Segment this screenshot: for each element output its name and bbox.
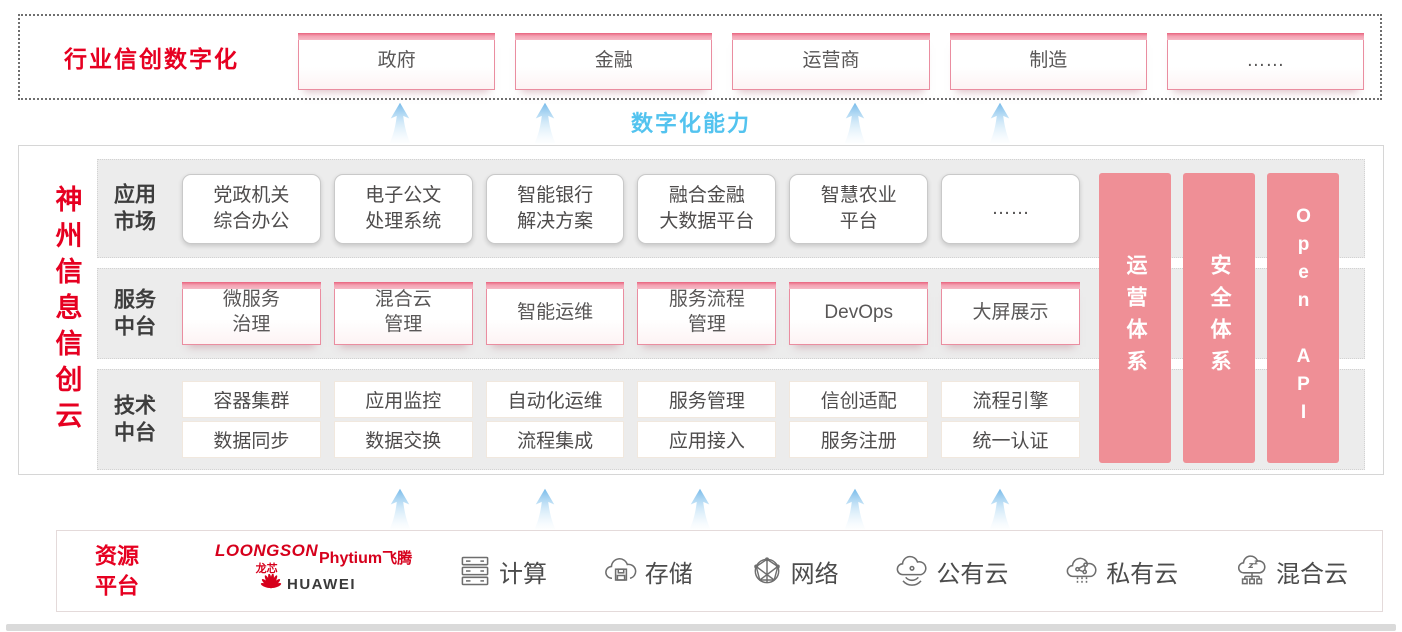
capability-label: 数字化能力: [631, 111, 752, 136]
private-cloud-icon: [1066, 557, 1097, 583]
service-box-hybrid-cloud-mgmt: 混合云 管理: [333, 281, 473, 345]
resource-item-storage: 存储: [603, 553, 693, 589]
service-box-devops: DevOps: [789, 281, 929, 345]
storage-cloud-icon: [604, 558, 637, 581]
industry-section-title: 行业信创数字化: [64, 46, 239, 72]
bottom-divider-bar: [6, 624, 1396, 631]
huawei-flower-icon: [260, 574, 282, 589]
resource-item-public-cloud: 公有云: [894, 553, 1008, 589]
up-arrow-icon: [534, 488, 556, 530]
tech-box-process-integration: 流程集成: [485, 421, 625, 458]
industry-row: 政府 金融 运营商 制造 ……: [298, 33, 1365, 90]
resource-platform-section: 资源 平台 LOONGSON 龙芯 Phytium飞腾 HU: [56, 530, 1383, 612]
industry-box-government: 政府: [298, 33, 496, 90]
huawei-logo: HUAWEI: [260, 574, 356, 594]
resource-item-label: 计算: [499, 560, 547, 588]
up-arrow-icon: [689, 488, 711, 530]
resource-item-label: 私有云: [1106, 560, 1179, 588]
resource-item-hybrid-cloud: 混合云: [1234, 553, 1348, 589]
service-platform-items: 微服务 治理 混合云 管理 智能运维 服务流程 管理 DevOps 大屏展示: [182, 269, 1080, 358]
industry-box-manufacturing: 制造: [949, 33, 1148, 90]
industry-box-finance: 金融: [515, 33, 713, 90]
network-globe-icon: [753, 557, 780, 584]
up-arrow-icon: [389, 102, 411, 144]
service-box-dashboard-display: 大屏展示: [941, 281, 1080, 345]
up-arrow-icon: [844, 488, 866, 530]
industry-box-operator: 运营商: [732, 33, 930, 90]
tech-platform-label: 技术 中台: [114, 394, 156, 445]
tech-row-1: 容器集群 应用监控 自动化运维 服务管理 信创适配 流程引擎: [182, 381, 1080, 418]
tech-box-process-engine: 流程引擎: [941, 381, 1080, 418]
app-box-more: ……: [941, 173, 1080, 244]
industry-box-more: ……: [1166, 33, 1365, 90]
compute-server-icon: [461, 556, 489, 586]
tech-box-data-sync: 数据同步: [182, 421, 321, 458]
resource-item-private-cloud: 私有云: [1064, 553, 1178, 589]
up-arrow-icon: [844, 102, 866, 144]
tech-box-automated-ops: 自动化运维: [485, 381, 625, 418]
tech-platform-band: 技术 中台 容器集群 应用监控 自动化运维 服务管理 信创适配 流程引擎 数据同…: [97, 369, 1365, 470]
tech-box-app-monitoring: 应用监控: [333, 381, 473, 418]
tech-box-unified-auth: 统一认证: [941, 421, 1080, 458]
resource-platform-label: 资源 平台: [95, 543, 140, 598]
service-box-service-process-mgmt: 服务流程 管理: [637, 281, 777, 345]
app-market-items: 党政机关 综合办公 电子公文 处理系统 智能银行 解决方案 融合金融 大数据平台…: [182, 160, 1080, 257]
pillar-open-api: Open API: [1267, 173, 1339, 463]
phytium-chinese-label: 飞腾: [382, 550, 413, 567]
resource-item-label: 公有云: [936, 560, 1009, 588]
platform-title: 神州信息信创云: [51, 185, 82, 437]
resource-item-compute: 计算: [457, 553, 547, 589]
loongson-chinese-label: 龙芯: [255, 563, 278, 575]
app-box-smart-agriculture: 智慧农业 平台: [789, 173, 929, 244]
app-market-label: 应用 市场: [114, 183, 156, 234]
xinchuang-cloud-platform: 神州信息信创云 应用 市场 党政机关 综合办公 电子公文 处理系统 智能银行 解…: [18, 145, 1384, 475]
tech-box-data-exchange: 数据交换: [333, 421, 473, 458]
up-arrow-icon: [389, 488, 411, 530]
service-box-intelligent-ops: 智能运维: [485, 281, 625, 345]
loongson-wordmark: LOONGSON: [215, 541, 319, 560]
hybrid-cloud-icon: [1237, 555, 1266, 585]
tech-platform-items: 容器集群 应用监控 自动化运维 服务管理 信创适配 流程引擎 数据同步 数据交换…: [182, 381, 1080, 458]
pillar-security-system: 安全体系: [1183, 173, 1255, 463]
app-market-band: 应用 市场 党政机关 综合办公 电子公文 处理系统 智能银行 解决方案 融合金融…: [97, 159, 1365, 258]
phytium-logo: Phytium飞腾: [319, 547, 412, 568]
tech-box-container-cluster: 容器集群: [182, 381, 321, 418]
app-box-finance-bigdata: 融合金融 大数据平台: [637, 173, 777, 244]
pillar-operation-system: 运营体系: [1099, 173, 1171, 463]
resource-item-label: 混合云: [1275, 560, 1348, 588]
tech-box-xinchuang-adaptation: 信创适配: [789, 381, 929, 418]
loongson-logo: LOONGSON 龙芯: [215, 541, 318, 576]
resource-item-network: 网络: [749, 553, 839, 589]
resource-item-label: 存储: [644, 560, 693, 588]
service-platform-band: 服务 中台 微服务 治理 混合云 管理 智能运维 服务流程 管理 DevOps …: [97, 268, 1365, 359]
tech-row-2: 数据同步 数据交换 流程集成 应用接入 服务注册 统一认证: [182, 421, 1080, 458]
tech-box-service-registry: 服务注册: [789, 421, 929, 458]
tech-box-app-access: 应用接入: [637, 421, 777, 458]
app-box-edoc-system: 电子公文 处理系统: [333, 173, 473, 244]
huawei-wordmark: HUAWEI: [287, 575, 356, 593]
up-arrow-icon: [989, 488, 1011, 530]
phytium-wordmark: Phytium: [319, 550, 383, 567]
public-cloud-icon: [897, 555, 927, 586]
resource-items: 计算 存储 网络: [457, 531, 1348, 611]
tech-box-service-mgmt: 服务管理: [637, 381, 777, 418]
app-box-smart-banking: 智能银行 解决方案: [485, 173, 625, 244]
industry-digitalization-section: 行业信创数字化 政府 金融 运营商 制造 ……: [18, 14, 1382, 100]
up-arrow-icon: [534, 102, 556, 144]
resource-item-label: 网络: [790, 560, 839, 588]
service-box-microservice-governance: 微服务 治理: [182, 281, 321, 345]
app-box-party-gov-office: 党政机关 综合办公: [182, 173, 321, 244]
service-platform-label: 服务 中台: [114, 288, 156, 339]
up-arrow-icon: [989, 102, 1011, 144]
